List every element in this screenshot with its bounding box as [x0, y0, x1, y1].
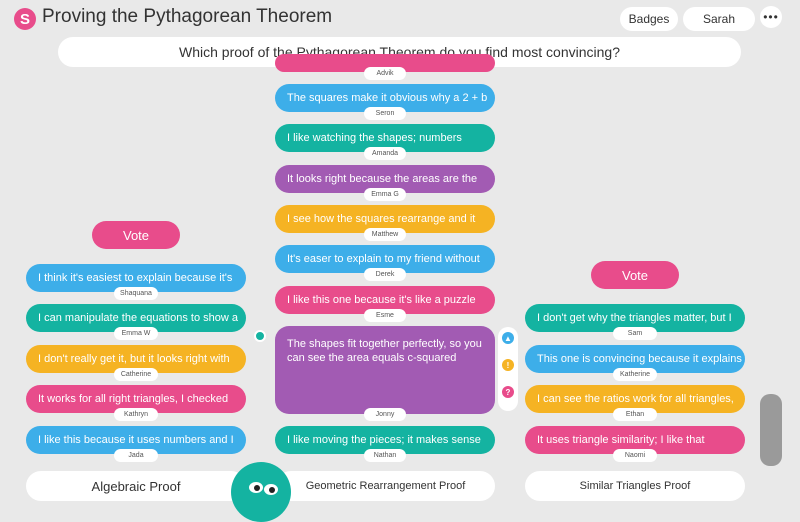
student-name: Emma G	[364, 188, 406, 201]
student-name: Katherine	[613, 368, 657, 381]
student-name: Catherine	[114, 368, 158, 381]
student-name: Jada	[114, 449, 158, 462]
column-label-algebraic: Algebraic Proof	[26, 471, 246, 501]
student-name: Seron	[364, 107, 406, 120]
student-name: Esme	[364, 309, 406, 322]
lightbulb-icon[interactable]: !	[502, 359, 514, 371]
more-options-button[interactable]: •••	[760, 6, 782, 28]
response-card[interactable]	[275, 54, 495, 72]
student-name: Ethan	[613, 408, 657, 421]
student-name: Kathryn	[114, 408, 158, 421]
column-label-geometric: Geometric Rearrangement Proof	[276, 471, 495, 501]
question-icon[interactable]: ?	[502, 386, 514, 398]
response-card[interactable]: I see how the squares rearrange and it	[275, 205, 495, 233]
scrollbar-thumb[interactable]	[760, 394, 782, 466]
response-card-expanded[interactable]: The shapes fit together perfectly, so yo…	[275, 326, 495, 414]
student-name: Advik	[364, 67, 406, 80]
student-name: Derek	[364, 268, 406, 281]
vote-button-left[interactable]: Vote	[92, 221, 180, 249]
response-card[interactable]: The squares make it obvious why a 2 + b	[275, 84, 495, 112]
student-name: Naomi	[613, 449, 657, 462]
response-card[interactable]: It works for all right triangles, I chec…	[26, 385, 246, 413]
target-icon[interactable]	[254, 330, 266, 342]
student-name: Matthew	[364, 228, 406, 241]
student-name: Emma W	[114, 327, 158, 340]
student-name: Jonny	[364, 408, 406, 421]
student-name: Amanda	[364, 147, 406, 160]
vote-button-right[interactable]: Vote	[591, 261, 679, 289]
thumbs-up-icon[interactable]: ▲	[502, 332, 514, 344]
app-logo[interactable]: S	[14, 8, 36, 30]
reaction-toolbar: ▲ ! ?	[498, 327, 518, 411]
page-title: Proving the Pythagorean Theorem	[42, 6, 333, 27]
student-name: Nathan	[364, 449, 406, 462]
column-label-similar: Similar Triangles Proof	[525, 471, 745, 501]
student-name: Sam	[613, 327, 657, 340]
mascot-icon	[231, 462, 291, 522]
response-card[interactable]: I don't really get it, but it looks righ…	[26, 345, 246, 373]
response-card[interactable]: I like moving the pieces; it makes sense	[275, 426, 495, 454]
user-button[interactable]: Sarah	[683, 7, 755, 31]
student-name: Shaquana	[114, 287, 158, 300]
badges-button[interactable]: Badges	[620, 7, 678, 31]
